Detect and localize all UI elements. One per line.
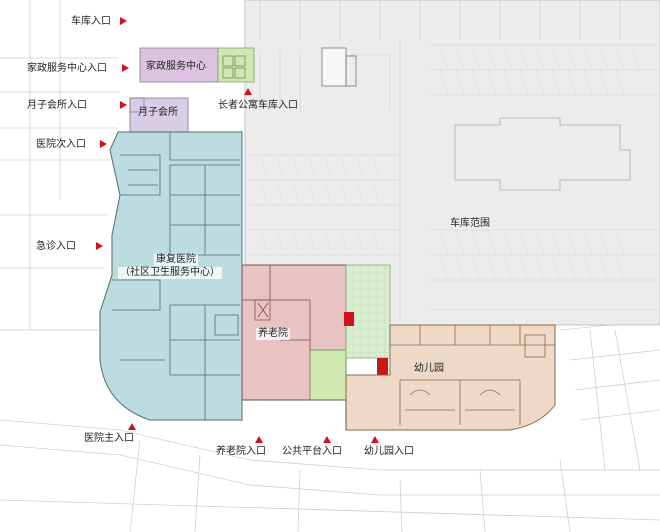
domestic-service-block	[139, 47, 255, 83]
garage-entrance-arrow-icon	[120, 17, 127, 25]
emergency-entrance-arrow-icon	[96, 242, 103, 250]
domestic-service-center-label: 家政服务中心	[146, 61, 206, 72]
public-platform-entrance-arrow-icon	[323, 436, 331, 443]
maternity-entrance-label: 月子会所入口	[27, 100, 87, 111]
hospital-secondary-entrance-arrow-icon	[100, 140, 107, 148]
maternity-entrance-arrow-icon	[120, 101, 127, 109]
kindergarten-block	[345, 324, 556, 431]
maternity-block	[129, 97, 189, 133]
courtyard	[344, 264, 391, 376]
domestic-center-entrance-label: 家政服务中心入口	[27, 63, 107, 74]
nursing-home-entrance-arrow-icon	[255, 436, 263, 443]
kindergarten-entrance-arrow-icon	[371, 436, 379, 443]
emergency-entrance-label: 急诊入口	[36, 241, 76, 252]
hospital-main-entrance-arrow-icon	[128, 423, 136, 430]
maternity-club-label: 月子会所	[138, 107, 178, 118]
rehab-hospital-sublabel: （社区卫生服务中心）	[118, 267, 222, 279]
senior-apartment-garage-entrance-arrow-icon	[244, 88, 252, 95]
garage-entrance-label: 车库入口	[71, 16, 111, 27]
hospital-secondary-entrance-label: 医院次入口	[36, 139, 86, 150]
domestic-center-entrance-arrow-icon	[122, 64, 129, 72]
nursing-home-entrance-label: 养老院入口	[216, 446, 266, 457]
garage-area-label: 车库范围	[450, 218, 490, 229]
rehab-hospital-label: 康复医院	[154, 254, 198, 266]
public-platform-entrance-label: 公共平台入口	[282, 446, 342, 457]
nursing-home-label: 养老院	[256, 328, 290, 340]
kindergarten-entrance-label: 幼儿园入口	[364, 446, 414, 457]
hospital-main-entrance-label: 医院主入口	[84, 433, 134, 444]
kindergarten-label: 幼儿园	[414, 363, 444, 374]
senior-apartment-garage-entrance-label: 长者公寓车库入口	[218, 100, 298, 111]
